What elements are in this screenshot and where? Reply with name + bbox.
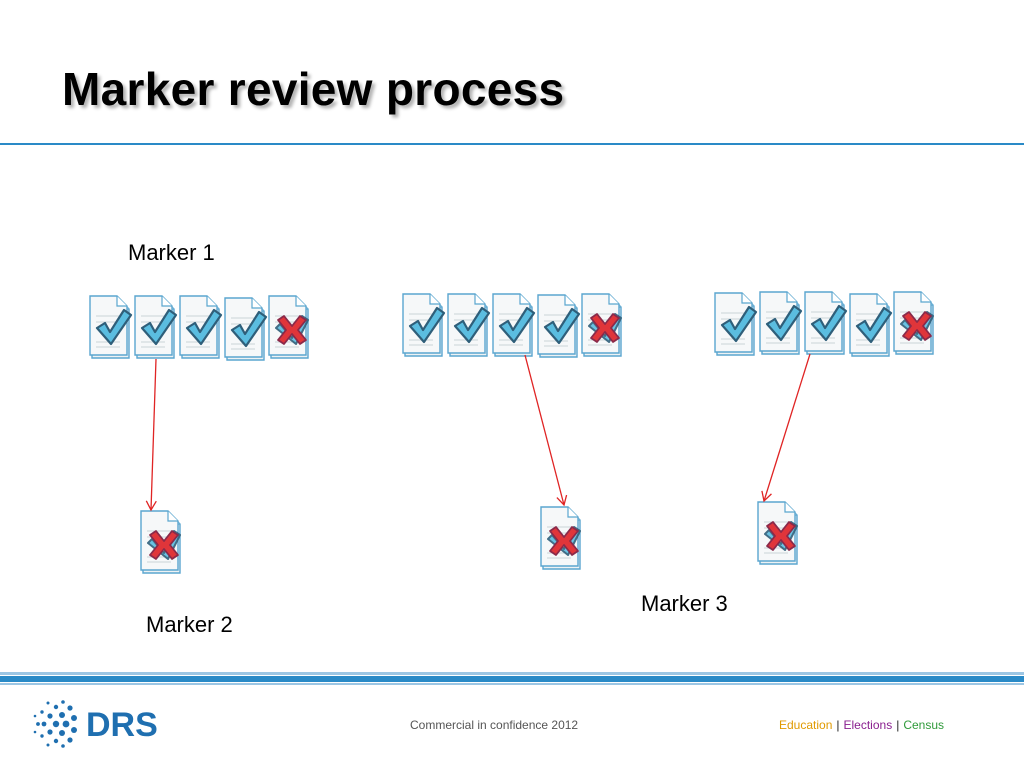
tag-separator: | <box>896 718 900 732</box>
drs-logo-mark: DRS <box>33 700 158 748</box>
marker-2-label: Marker 2 <box>146 612 233 637</box>
marker-3-label: Marker 3 <box>641 591 728 616</box>
tag-census: Census <box>903 718 945 732</box>
marker-1-label: Marker 1 <box>128 240 215 265</box>
footer-tags: Education|Elections|Census <box>779 718 944 732</box>
confidentiality-notice: Commercial in confidence 2012 <box>410 718 579 732</box>
drs-logo[interactable]: DRS <box>30 694 180 754</box>
review-arrow-1 <box>145 358 157 512</box>
drs-logo-text: DRS <box>86 706 158 744</box>
review-arrow-2 <box>524 354 568 507</box>
footer-divider <box>0 672 1024 685</box>
tag-elections: Elections <box>843 718 893 732</box>
review-arrow-3 <box>761 353 811 503</box>
tag-separator: | <box>836 718 840 732</box>
title-divider <box>0 143 1024 145</box>
slide-title: Marker review process <box>62 63 565 115</box>
tag-education: Education <box>779 718 833 732</box>
